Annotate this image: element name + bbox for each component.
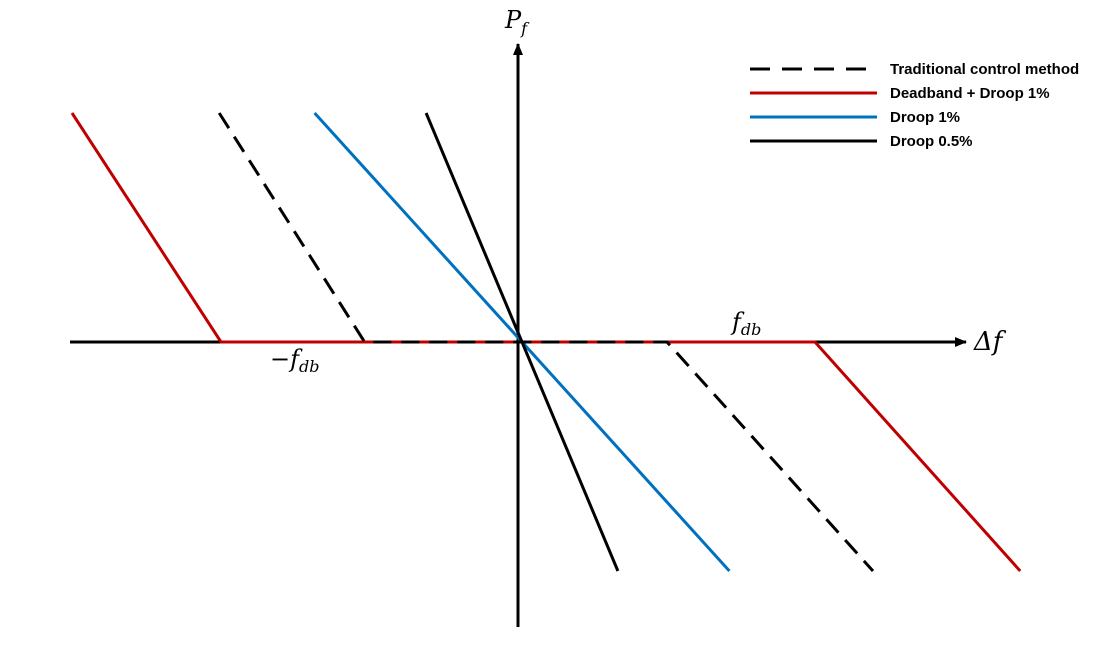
legend-label-droop-0-5: Droop 0.5% [890, 133, 973, 150]
pos-deadband-label: fdb [730, 308, 761, 339]
x-axis-label: Δf [973, 327, 1007, 357]
series-layer [70, 111, 1022, 573]
neg-deadband-sub: db [299, 357, 319, 376]
legend-label-traditional-control-method: Traditional control method [890, 61, 1079, 78]
neg-deadband-label: −fdb [270, 345, 319, 376]
legend-label-deadband-droop-1: Deadband + Droop 1% [890, 85, 1050, 102]
pos-deadband-sub: db [741, 320, 761, 339]
legend-label-droop-1: Droop 1% [890, 109, 960, 126]
y-axis-label-main: P [504, 6, 522, 34]
y-axis-label-sub: f [520, 19, 530, 38]
neg-deadband-main: −f [270, 345, 303, 373]
y-axis-label: Pf [504, 6, 530, 38]
series-line-traditional-control-method [217, 112, 875, 573]
